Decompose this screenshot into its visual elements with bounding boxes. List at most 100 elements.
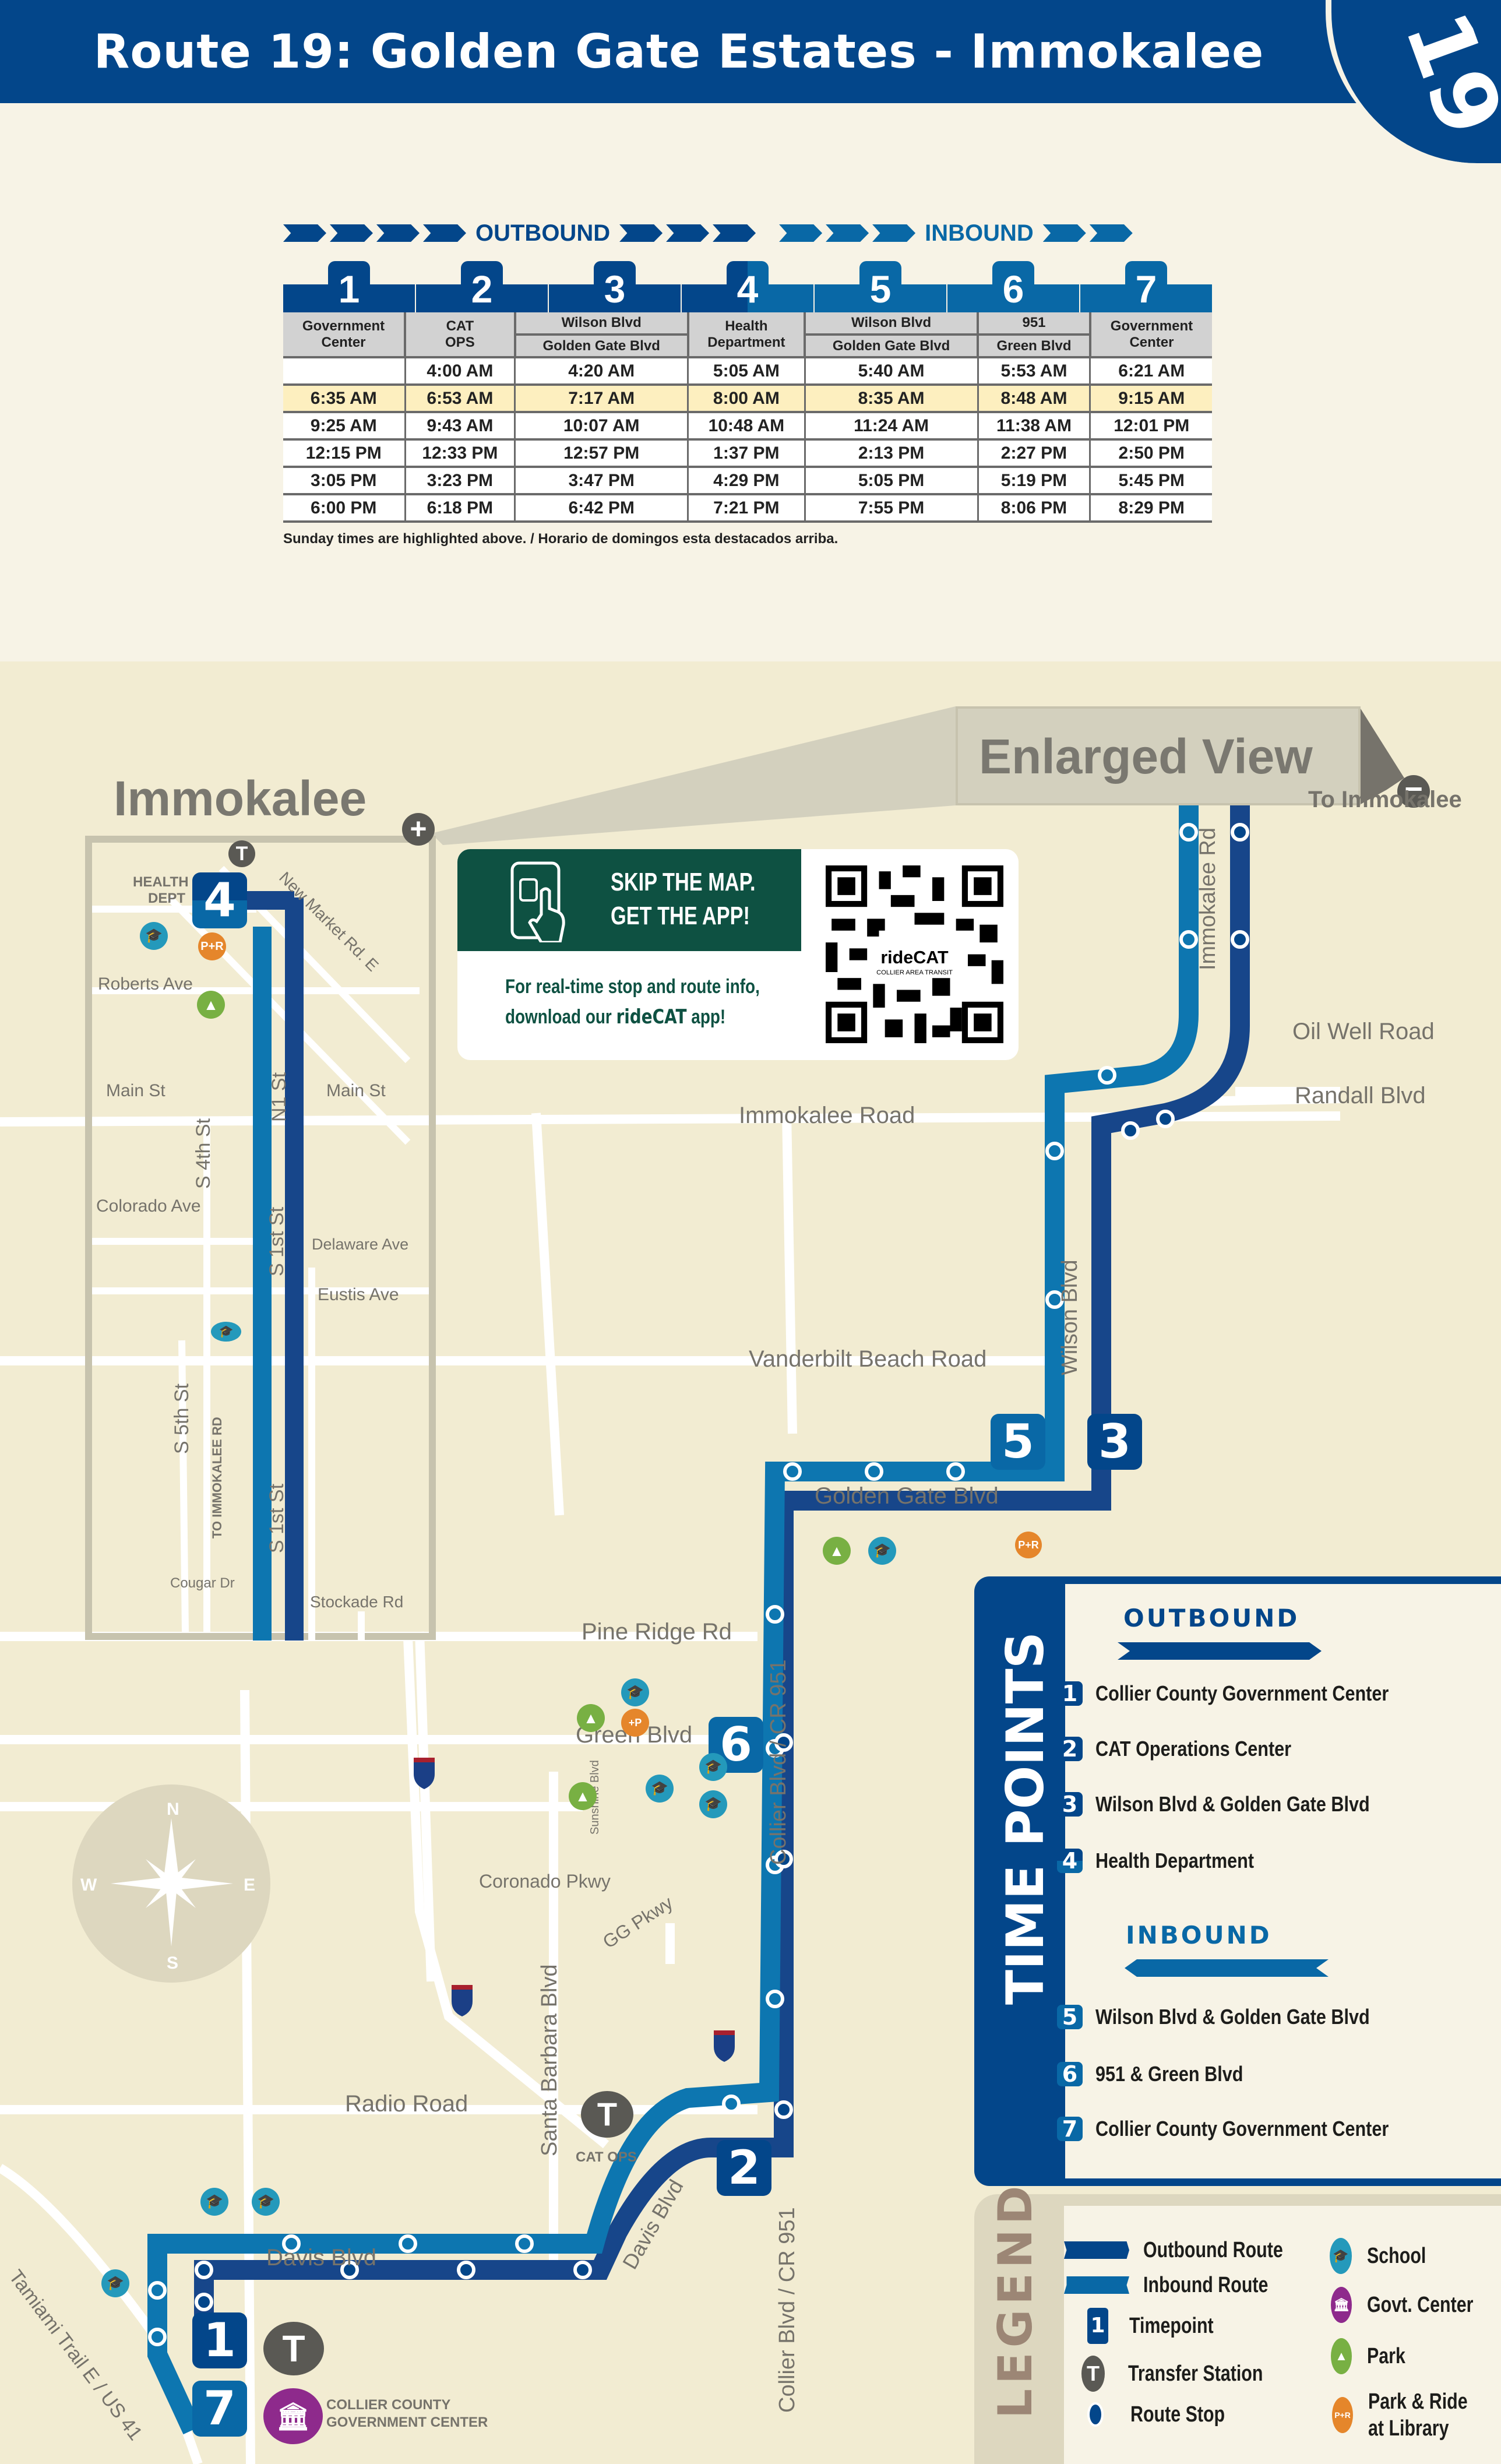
zoom-out-button[interactable]: − bbox=[1397, 773, 1430, 808]
time-point-label: Health Department bbox=[1095, 1849, 1255, 1872]
timepoint-icon: 6 bbox=[1057, 2062, 1083, 2086]
time-cell: 3:23 PM bbox=[404, 466, 516, 496]
s1st-label-b: S 1st St bbox=[266, 1483, 288, 1553]
immokalee-town-label: Immokalee bbox=[114, 771, 367, 826]
n1st-label: N1 St bbox=[268, 1072, 290, 1122]
timepoint-tab-4: 4 bbox=[681, 261, 813, 312]
time-cell: 5:05 AM bbox=[687, 356, 806, 386]
school-icon[interactable]: 🎓 bbox=[252, 2188, 280, 2216]
time-cell: 9:43 AM bbox=[404, 411, 516, 441]
tp-outbound-heading: OUTBOUND bbox=[1123, 1604, 1300, 1632]
school-icon[interactable]: 🎓 bbox=[211, 1322, 241, 1342]
s5th-label: S 5th St bbox=[171, 1384, 193, 1454]
santa-barbara-blvd-label: Santa Barbara Blvd bbox=[537, 1964, 562, 2156]
park-icon[interactable]: ▲ bbox=[569, 1782, 597, 1810]
school-icon[interactable]: 🎓 bbox=[699, 1790, 727, 1818]
cougar-dr-label: Cougar Dr bbox=[170, 1575, 235, 1591]
timepoint-icon: 1 bbox=[1087, 2308, 1108, 2344]
map-timepoint-1[interactable]: 1 bbox=[192, 2312, 247, 2368]
time-point-label: Collier County Government Center bbox=[1095, 2117, 1389, 2141]
legend-park: ▲ Park bbox=[1331, 2338, 1415, 2374]
tp-inbound-heading: INBOUND bbox=[1126, 1921, 1272, 1949]
outbound-label: OUTBOUND bbox=[475, 220, 611, 246]
time-cell bbox=[283, 356, 406, 386]
time-cell: 5:19 PM bbox=[977, 466, 1091, 496]
schedule-note: Sunday times are highlighted above. / Ho… bbox=[283, 531, 838, 547]
time-cell: 3:47 PM bbox=[514, 466, 689, 496]
app-subtext: For real-time stop and route info, downl… bbox=[505, 976, 760, 1029]
map-timepoint-3[interactable]: 3 bbox=[1087, 1414, 1142, 1470]
time-cell: 6:18 PM bbox=[404, 493, 516, 523]
map-timepoint-5[interactable]: 5 bbox=[991, 1414, 1045, 1470]
time-cell: 5:53 AM bbox=[977, 356, 1091, 386]
timepoint-number: 6 bbox=[992, 261, 1034, 312]
oil-well-road-label: Oil Well Road bbox=[1292, 1019, 1435, 1044]
timepoint-tab-7: 7 bbox=[1079, 261, 1212, 312]
park-ride-icon[interactable]: P+R bbox=[1015, 1532, 1042, 1558]
map-timepoint-2[interactable]: 2 bbox=[717, 2140, 771, 2196]
time-cell: 12:01 PM bbox=[1089, 411, 1212, 441]
time-cell: 2:13 PM bbox=[804, 438, 979, 469]
app-promo-card[interactable]: SKIP THE MAP.GET THE APP! For real-time … bbox=[457, 849, 1019, 1060]
park-icon[interactable]: ▲ bbox=[823, 1537, 851, 1565]
time-cell: 12:57 PM bbox=[514, 438, 689, 469]
school-icon[interactable]: 🎓 bbox=[621, 1678, 649, 1706]
time-points-title: TIME POINTS bbox=[995, 1631, 1055, 2005]
school-icon: 🎓 bbox=[1330, 2238, 1352, 2274]
compass-w: W bbox=[80, 1875, 97, 1895]
main-st-west-label: Main St bbox=[106, 1081, 165, 1100]
transfer-station-icon[interactable]: T bbox=[228, 840, 255, 867]
transfer-station-icon[interactable]: T bbox=[263, 2322, 324, 2375]
roberts-ave-label: Roberts Ave bbox=[98, 974, 193, 994]
time-points-list bbox=[1065, 1584, 1501, 2178]
timepoint-icon: 1 bbox=[1057, 1681, 1083, 1706]
time-point-item: 6 951 & Green Blvd bbox=[1057, 2062, 1269, 2086]
map-timepoint-7[interactable]: 7 bbox=[192, 2381, 247, 2437]
park-ride-icon[interactable]: P+R bbox=[198, 932, 226, 960]
school-icon[interactable]: 🎓 bbox=[200, 2188, 228, 2216]
park-icon[interactable]: ▲ bbox=[197, 991, 225, 1019]
school-icon[interactable]: 🎓 bbox=[101, 2269, 129, 2297]
park-icon[interactable]: ▲ bbox=[577, 1704, 605, 1732]
library-park-ride-icon[interactable]: +P bbox=[621, 1709, 649, 1737]
time-point-label: 951 & Green Blvd bbox=[1095, 2062, 1243, 2086]
govt-center-icon[interactable]: 🏛 bbox=[263, 2388, 323, 2444]
timepoint-icon: 2 bbox=[1057, 1737, 1083, 1761]
eustis-ave-label: Eustis Ave bbox=[318, 1285, 399, 1304]
time-cell: 4:20 AM bbox=[514, 356, 689, 386]
time-cell: 8:29 PM bbox=[1089, 493, 1212, 523]
main-st-east-label: Main St bbox=[326, 1081, 386, 1100]
s4th-label: S 4th St bbox=[192, 1118, 214, 1189]
time-cell: 1:37 PM bbox=[687, 438, 806, 469]
collier-blvd-label-b: Collier Blvd / CR 951 bbox=[775, 2207, 799, 2413]
qr-code[interactable]: rideCAT COLLIER AREA TRANSIT bbox=[826, 865, 1003, 1043]
zoom-in-button[interactable]: + bbox=[402, 813, 435, 846]
to-immokalee-label: To Immokalee bbox=[1308, 787, 1462, 812]
outbound-chevron-icon bbox=[376, 224, 420, 242]
outbound-chevron-icon bbox=[283, 224, 326, 242]
time-cell: 12:33 PM bbox=[404, 438, 516, 469]
time-cell: 4:29 PM bbox=[687, 466, 806, 496]
school-icon[interactable]: 🎓 bbox=[140, 922, 168, 950]
time-cell: 5:45 PM bbox=[1089, 466, 1212, 496]
map-timepoint-4[interactable]: 4 bbox=[192, 872, 247, 928]
school-icon[interactable]: 🎓 bbox=[699, 1753, 727, 1781]
school-icon[interactable]: 🎓 bbox=[868, 1537, 896, 1565]
to-immokalee-rd-label: TO IMMOKALEE RD bbox=[210, 1417, 224, 1539]
park-ride-icon: P+R bbox=[1332, 2397, 1353, 2433]
school-icon[interactable]: 🎓 bbox=[646, 1775, 674, 1803]
transfer-station-icon[interactable]: T bbox=[581, 2091, 633, 2138]
legend-govt-center: 🏛 Govt. Center bbox=[1331, 2287, 1500, 2323]
